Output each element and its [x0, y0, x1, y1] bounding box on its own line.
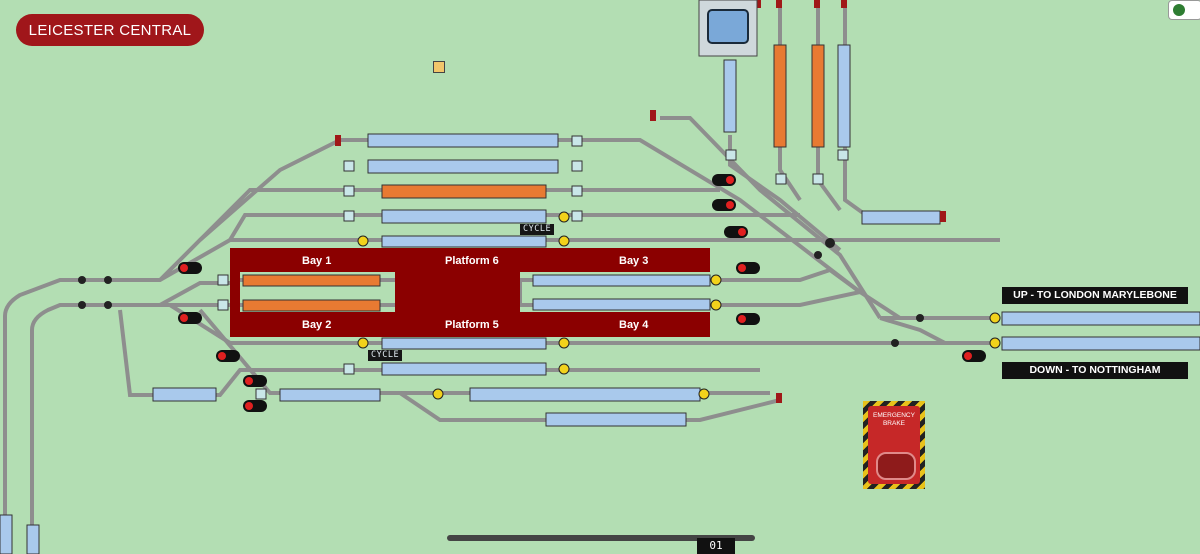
arrow-up-icon: [357, 211, 1001, 400]
info-icon[interactable]: [433, 61, 445, 73]
settings-toggle[interactable]: [1168, 0, 1200, 20]
cctv-monitor-icon: [698, 0, 758, 57]
buffer-stops: [335, 0, 946, 403]
label-bay-2: Bay 2: [302, 319, 332, 331]
horizontal-scrollbar[interactable]: [447, 535, 755, 541]
track-junctions: [78, 238, 924, 347]
label-bay-3: Bay 3: [619, 255, 649, 267]
station-name-badge: LEICESTER CENTRAL: [16, 14, 204, 46]
brake-handle-icon: [876, 452, 916, 480]
cycle-label-lower[interactable]: CYCLE: [368, 350, 403, 361]
track-sections: [0, 44, 1200, 554]
label-platform-6: Platform 6: [445, 255, 499, 267]
label-bay-1: Bay 1: [302, 255, 332, 267]
signals: [178, 174, 986, 412]
destination-down: DOWN - TO NOTTINGHAM: [1002, 362, 1188, 379]
label-bay-4: Bay 4: [619, 319, 649, 331]
page-counter: 01: [697, 538, 735, 554]
cycle-label-upper[interactable]: CYCLE: [520, 224, 555, 235]
emergency-brake-line2: BRAKE: [882, 420, 906, 427]
platform-area: [230, 248, 710, 337]
label-platform-5: Platform 5: [445, 319, 499, 331]
emergency-brake-button[interactable]: EMERGENCY BRAKE: [863, 401, 925, 489]
shunt-signal-icon: [217, 135, 849, 400]
emergency-brake-line1: EMERGENCY: [873, 412, 915, 419]
toggle-knob-icon: [1173, 4, 1185, 16]
destination-up: UP - TO LONDON MARYLEBONE: [1002, 287, 1188, 304]
